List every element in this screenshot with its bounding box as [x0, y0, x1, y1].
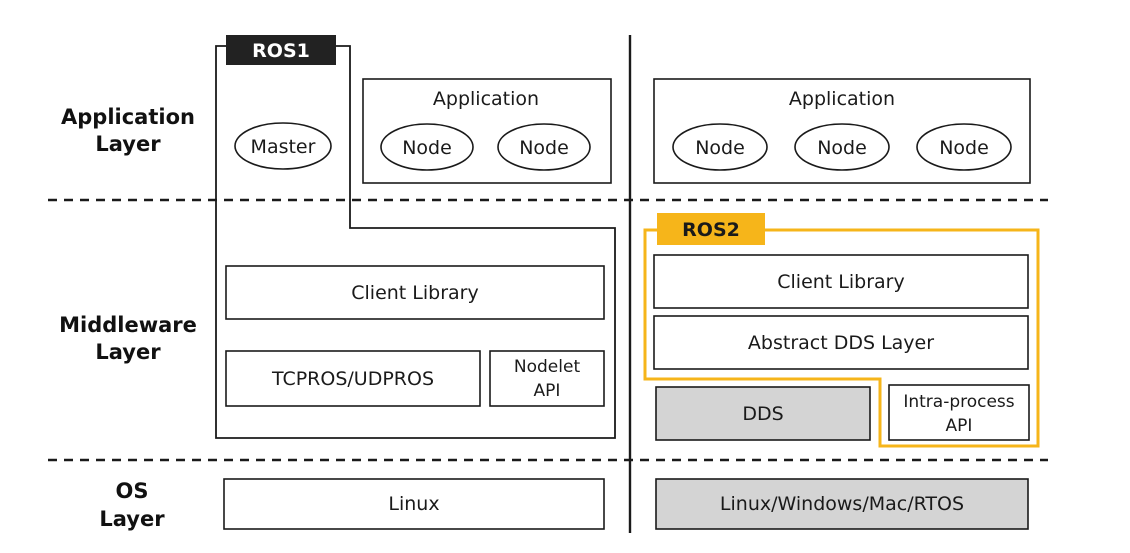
ros2-os-label: Linux/Windows/Mac/RTOS	[720, 493, 964, 515]
ros2-node-2-label: Node	[817, 137, 867, 159]
intra-process-api-label-line1: Intra-process	[903, 392, 1014, 412]
master-node	[234, 122, 332, 170]
ros2-node-3	[916, 123, 1012, 171]
ros1-os-box	[223, 478, 605, 530]
ros2-node-1-label: Node	[695, 137, 745, 159]
ros1-node-2-label: Node	[519, 137, 569, 159]
tcpros-udpros-box	[225, 350, 481, 407]
ros1-tag-label: ROS1	[252, 40, 310, 62]
ros1-boundary	[215, 45, 616, 439]
nodelet-api-label-line2: API	[534, 381, 561, 401]
ros2-node-3-label: Node	[939, 137, 989, 159]
ros2-node-2	[794, 123, 890, 171]
ros2-tag-label: ROS2	[682, 219, 740, 241]
ros1-node-1	[380, 123, 474, 171]
middleware-layer-label-line2: Layer	[95, 340, 161, 364]
ros1-client-library-label: Client Library	[351, 282, 478, 304]
ros1-os-label: Linux	[388, 493, 439, 515]
ros1-node-1-label: Node	[402, 137, 452, 159]
nodelet-api-label-line1: Nodelet	[514, 357, 581, 377]
application-layer-label-line2: Layer	[95, 132, 161, 156]
ros2-node-1	[672, 123, 768, 171]
tcpros-udpros-label: TCPROS/UDPROS	[271, 368, 434, 390]
intra-process-api-label-line2: API	[946, 416, 973, 436]
os-layer-label-line1: OS	[116, 479, 149, 503]
abstract-dds-layer-label: Abstract DDS Layer	[748, 332, 934, 354]
intra-process-api-box	[888, 384, 1030, 441]
middleware-layer-label-line1: Middleware	[59, 313, 197, 337]
ros2-client-library-box	[653, 254, 1029, 309]
application-layer-label-line1: Application	[61, 105, 195, 129]
ros1-tag	[226, 35, 336, 65]
ros1-application-title: Application	[433, 88, 539, 110]
ros2-boundary	[643, 228, 1040, 448]
dds-label: DDS	[742, 403, 783, 425]
abstract-dds-layer-box	[653, 315, 1029, 370]
master-label: Master	[251, 136, 316, 158]
ros2-os-box	[655, 478, 1029, 530]
ros2-tag	[657, 213, 765, 245]
ros2-client-library-label: Client Library	[777, 271, 904, 293]
ros1-node-2	[497, 123, 591, 171]
dds-box	[655, 386, 871, 441]
os-layer-label-line2: Layer	[99, 507, 165, 531]
nodelet-api-box	[489, 350, 605, 407]
ros2-application-title: Application	[789, 88, 895, 110]
ros1-client-library-box	[225, 265, 605, 320]
